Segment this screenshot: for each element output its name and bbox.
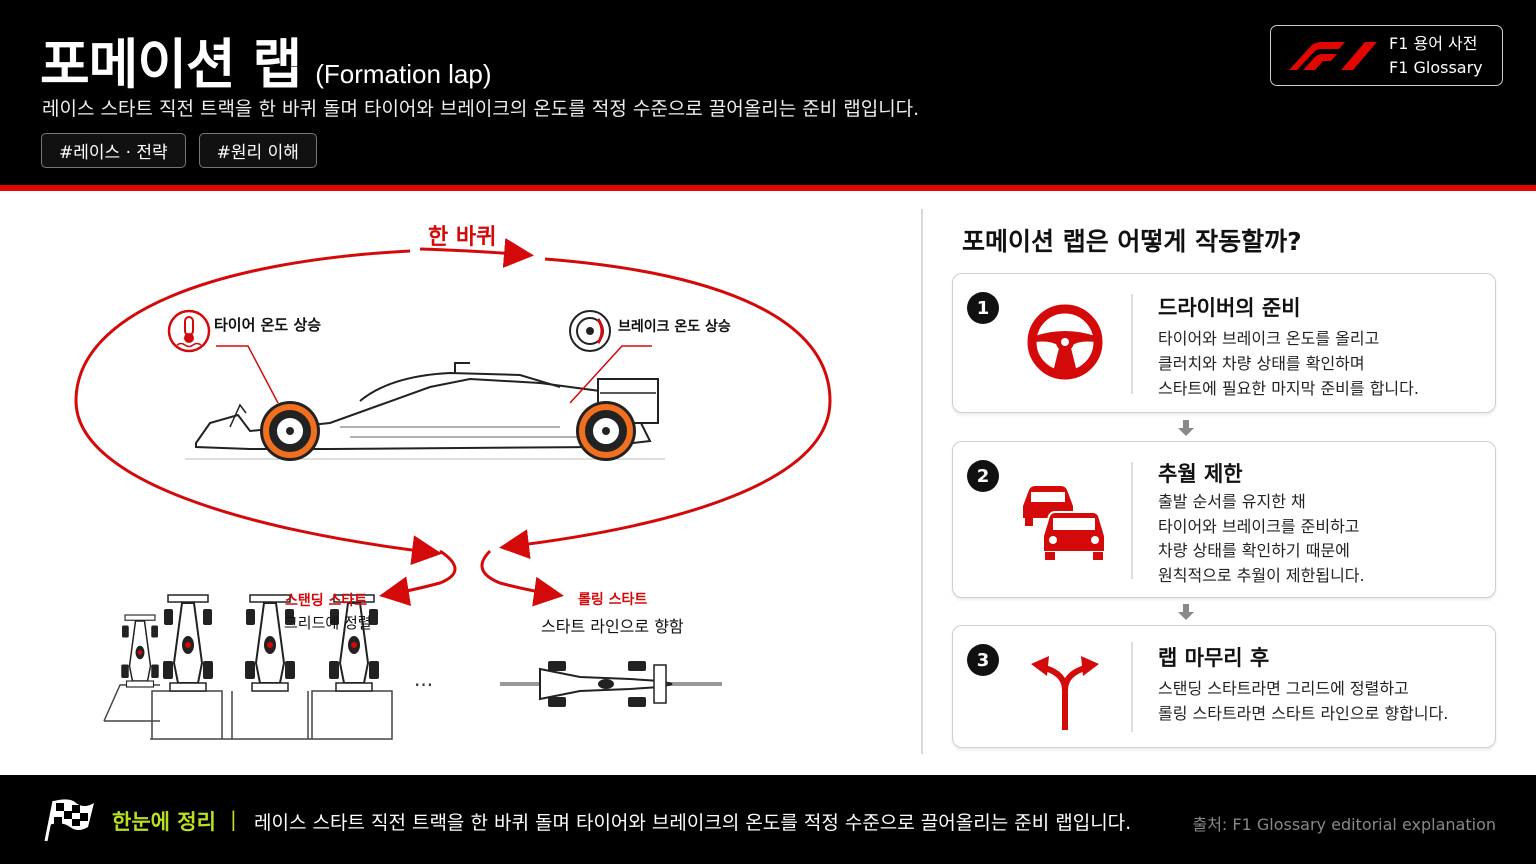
step-description: 출발 순서를 유지한 채 타이어와 브레이크를 준비하고 차량 상태를 확인하기… [1158,490,1365,588]
step-desc-line: 타이어와 브레이크 온도를 올리고 [1158,329,1380,348]
tag-race-strategy[interactable]: #레이스 · 전략 [41,133,186,168]
tag-list: #레이스 · 전략 #원리 이해 [41,133,317,168]
step-card-1: 1 드라이버의 준비 타이어와 브레이크 온도를 올리고 클러치와 차량 상태를… [952,273,1496,413]
panel-divider [921,209,923,754]
step-desc-line: 스타트에 필요한 마지막 준비를 합니다. [1158,379,1419,398]
split-arrow-icon [1031,656,1099,730]
checkered-flag-icon [44,799,94,842]
title-row: 포메이션 랩 (Formation lap) [40,20,491,99]
step-number: 1 [967,292,999,324]
rolling-start-desc: 스타트 라인으로 향함 [541,617,684,636]
summary-text: 레이스 스타트 직전 트랙을 한 바퀴 돌며 타이어와 브레이크의 온도를 적정… [254,812,1132,834]
rolling-start-car [500,661,722,707]
step-card-2: 2 추월 제한 출발 순서를 유지한 채 타이어와 브레이크를 준비하고 차량 … [952,441,1496,598]
step-title: 드라이버의 준비 [1158,296,1301,320]
grid-cars [121,594,379,692]
two-cars-icon [1023,486,1106,560]
lap-label: 한 바퀴 [428,225,497,250]
step-description: 타이어와 브레이크 온도를 올리고 클러치와 차량 상태를 확인하며 스타트에 … [1158,326,1419,401]
grid-car [121,614,159,688]
how-it-works-title: 포메이션 랩은 어떻게 작동할까? [962,227,1302,256]
formation-lap-diagram: ... 한 바퀴 타이어 온도 상승 브레이크 온도 상승 스탠딩 스타트 그리… [0,191,920,775]
lap-diagram-graphic: ... [74,238,832,740]
grid-ellipsis: ... [414,667,433,691]
summary-label: 한눈에 정리 [112,810,216,834]
lap-loop-path [74,238,832,607]
down-arrow-icon [1178,604,1194,620]
header: 포메이션 랩 (Formation lap) 레이스 스타트 직전 트랙을 한 … [0,0,1536,185]
step-divider [1131,642,1133,732]
step-number: 3 [967,644,999,676]
thermometer-icon [167,309,211,353]
standing-start-label: 스탠딩 스타트 [285,593,368,609]
steering-wheel-icon [1027,304,1103,380]
footer: 한눈에 정리 | 레이스 스타트 직전 트랙을 한 바퀴 돌며 타이어와 브레이… [0,775,1536,864]
step-desc-line: 클러치와 차량 상태를 확인하며 [1158,354,1365,373]
tag-principle[interactable]: #원리 이해 [198,133,317,168]
step-title: 추월 제한 [1158,462,1243,486]
grid-car [245,594,295,692]
step-desc-line: 스탠딩 스타트라면 그리드에 정렬하고 [1158,679,1409,698]
brand-line-ko: F1 용어 사전 [1389,33,1478,53]
step-desc-line: 타이어와 브레이크를 준비하고 [1158,516,1360,536]
page-title-english: (Formation lap) [315,59,492,89]
page-title: 포메이션 랩 [40,33,302,96]
tire-temp-callout: 타이어 온도 상승 [214,316,322,334]
brand-badge: F1 용어 사전 F1 Glossary [1270,25,1503,86]
step-description: 스탠딩 스타트라면 그리드에 정렬하고 롤링 스타트라면 스타트 라인으로 향합… [1158,676,1448,726]
step-desc-line: 원칙적으로 추월이 제한됩니다. [1158,565,1365,585]
header-accent-line [0,185,1536,191]
standing-start-grid [103,684,393,740]
step-desc-line: 롤링 스타트라면 스타트 라인으로 향합니다. [1158,704,1449,723]
rolling-start-label: 롤링 스타트 [578,592,648,608]
step-desc-line: 차량 상태를 확인하기 때문에 [1158,541,1350,560]
page-subtitle: 레이스 스타트 직전 트랙을 한 바퀴 돌며 타이어와 브레이크의 온도를 적정… [42,98,920,120]
down-arrow-icon [1178,420,1194,436]
brand-line-en: F1 Glossary [1389,57,1483,77]
step-card-3: 3 랩 마무리 후 스탠딩 스타트라면 그리드에 정렬하고 롤링 스타트라면 스… [952,625,1496,748]
grid-car [163,594,213,692]
brake-disc-icon [569,310,611,352]
brand-text: F1 용어 사전 F1 Glossary [1389,32,1483,80]
source-credit: 출처: F1 Glossary editorial explanation [1192,815,1496,834]
standing-start-desc: 그리드에 정렬 [284,614,372,632]
f1-logo-icon [1289,41,1377,70]
summary-separator: | [230,807,237,831]
step-title: 랩 마무리 후 [1158,646,1270,670]
f1-car-side-view [185,362,665,461]
brake-temp-callout: 브레이크 온도 상승 [618,319,731,335]
grid-car [329,594,379,692]
step-divider [1131,462,1133,579]
step-number: 2 [967,460,999,492]
step-divider [1131,294,1133,394]
step-desc-line: 출발 순서를 유지한 채 [1158,492,1306,511]
